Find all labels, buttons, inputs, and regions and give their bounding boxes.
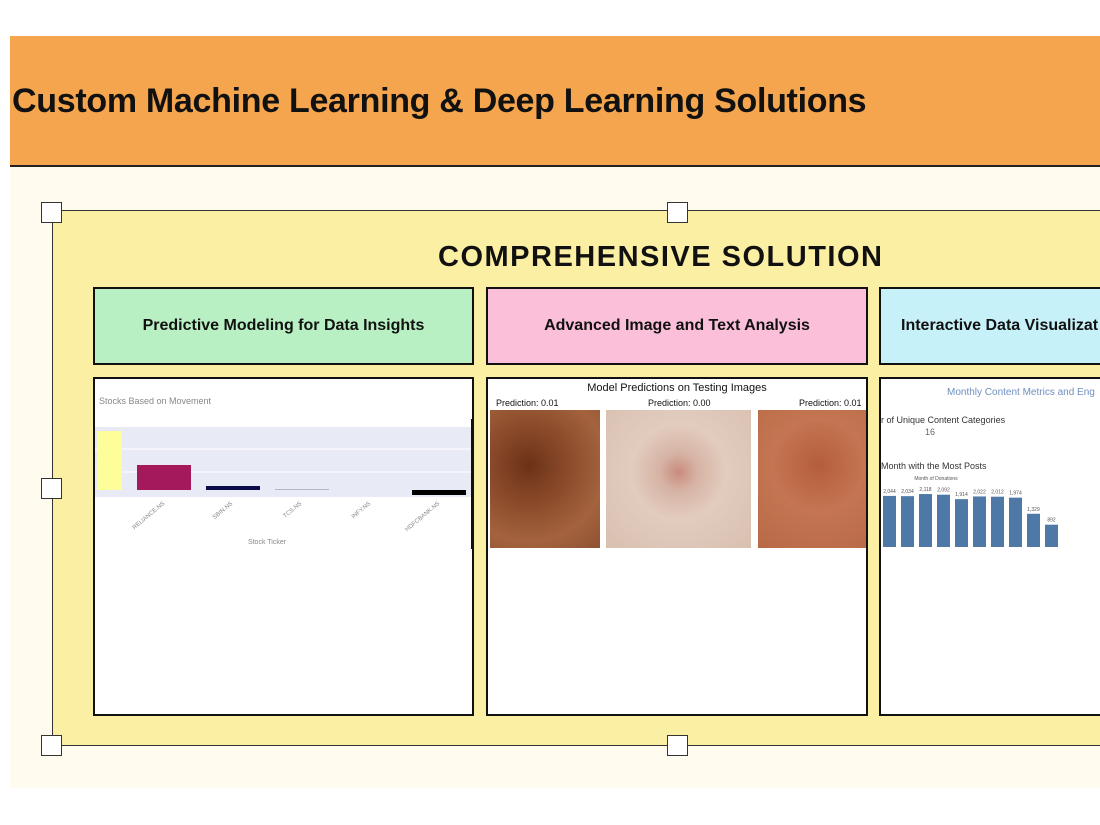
donation-bar [919, 494, 932, 547]
donation-bar-chart: Month of Donations 2,044 2,034 2,118 2,092 1… [883, 476, 1058, 547]
month-most-posts-label: Month with the Most Posts [881, 461, 987, 471]
metrics-title: Monthly Content Metrics and Eng [947, 387, 1095, 398]
bar-infy [275, 489, 329, 490]
donation-chart-title: Month of Donations [914, 476, 958, 482]
donation-bar [937, 494, 950, 547]
unique-categories-label: r of Unique Content Categories [881, 415, 1006, 425]
resize-handle-top-center[interactable] [667, 202, 688, 223]
donation-bar [991, 496, 1004, 547]
prediction-label-3: Prediction: 0.01 [799, 398, 862, 408]
donation-bar [901, 496, 914, 547]
donation-bar-label: 2,044 [883, 489, 896, 495]
skin-image-1 [490, 410, 600, 548]
resize-handle-bottom-left[interactable] [41, 735, 62, 756]
donation-bar-label: 2,012 [991, 490, 1004, 496]
donation-bar-label: 2,022 [973, 489, 986, 495]
bar-tcs [206, 486, 260, 490]
skin-image-2 [606, 410, 751, 548]
tick-label: INFY.NS [351, 501, 372, 520]
prediction-label-1: Prediction: 0.01 [496, 398, 559, 408]
tick-label: RELIANCE.NS [132, 501, 167, 531]
resize-handle-top-left[interactable] [41, 202, 62, 223]
donation-bar [1027, 513, 1040, 547]
section-title: COMPREHENSIVE SOLUTION [438, 241, 884, 273]
tick-label: SBIN.NS [212, 501, 234, 521]
resize-handle-middle-left[interactable] [41, 478, 62, 499]
bar-reliance [97, 431, 122, 490]
donation-bar-label: 892 [1047, 518, 1056, 524]
stock-chart-title: Stocks Based on Movement [99, 396, 212, 406]
stock-chart-xlabel: Stock Ticker [248, 539, 287, 546]
donation-bar-label: 1,974 [1009, 491, 1022, 497]
prediction-title: Model Predictions on Testing Images [587, 382, 767, 394]
stock-chart: Stocks Based on Movement RELIANCE.NS SBI… [95, 396, 472, 549]
page-title: Custom Machine Learning & Deep Learning … [12, 82, 867, 120]
donation-bar-label: 2,092 [937, 488, 950, 494]
metrics-panel[interactable]: Monthly Content Metrics and Eng r of Uni… [879, 377, 1100, 716]
bar-sbin [137, 465, 191, 490]
donation-bar-label: 2,118 [919, 487, 931, 493]
donation-bar [955, 499, 968, 547]
donation-bar-label: 2,034 [901, 489, 914, 495]
donation-bar [1045, 524, 1058, 547]
donation-bar-label: 1,329 [1027, 507, 1040, 513]
card-title-image-text-analysis[interactable]: Advanced Image and Text Analysis [486, 287, 868, 365]
resize-handle-bottom-center[interactable] [667, 735, 688, 756]
skin-image-3 [758, 410, 866, 548]
card-title-data-visualization[interactable]: Interactive Data Visualizat [879, 287, 1100, 365]
header-banner: Custom Machine Learning & Deep Learning … [10, 36, 1100, 167]
donation-bar [883, 495, 896, 547]
slide-canvas: Custom Machine Learning & Deep Learning … [10, 36, 1100, 788]
donation-bar [973, 496, 986, 547]
bar-hdfcbank [412, 490, 466, 495]
donation-bar [1009, 497, 1022, 547]
unique-categories-value: 16 [925, 427, 936, 437]
tick-label: TCS.NS [283, 501, 304, 520]
prediction-panel[interactable]: Model Predictions on Testing Images Pred… [486, 377, 868, 716]
stock-chart-panel[interactable]: Stocks Based on Movement RELIANCE.NS SBI… [93, 377, 474, 716]
card-title-predictive-modeling[interactable]: Predictive Modeling for Data Insights [93, 287, 474, 365]
tick-label: HDFCBANK.NS [404, 501, 441, 533]
donation-bar-label: 1,914 [955, 492, 968, 498]
prediction-label-2: Prediction: 0.00 [648, 398, 711, 408]
